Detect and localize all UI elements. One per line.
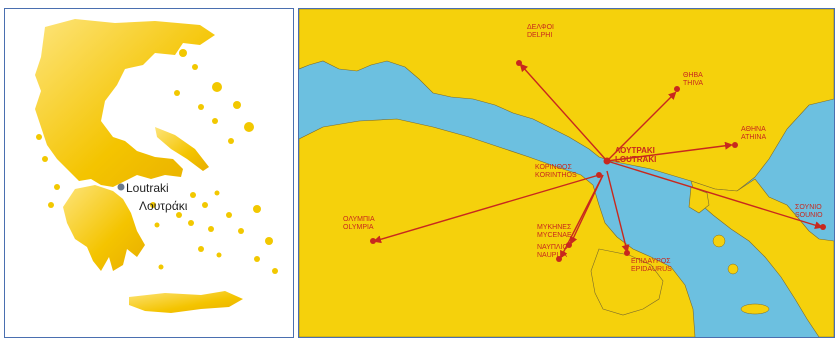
evia-island (155, 127, 209, 171)
label-olympia-greek: ΟΛΥΜΠΙΑ (343, 216, 375, 223)
hydra-island (740, 303, 770, 315)
dot-nauplia (556, 256, 562, 262)
label-loutraki-greek: ΛΟΥΤΡΑΚΙ (615, 146, 655, 155)
greece-map-svg: Loutraki Λουτράκι (35, 19, 278, 313)
attica-peninsula (690, 178, 834, 337)
label-mycenae-greek: ΜΥΚΗΝΕΣ (537, 224, 572, 231)
label-mycenae-latin: MYCENAE (537, 232, 572, 239)
label-sounio-greek: ΣΟΥΝΙΟ (795, 204, 822, 211)
greece-overview-map: Loutraki Λουτράκι (4, 8, 294, 338)
dot-epidaurus (624, 250, 630, 256)
aegina-island (712, 234, 726, 248)
label-korinthos-latin: KORINTHOS (535, 172, 577, 179)
route-olympia (373, 174, 600, 244)
crete-island (129, 291, 243, 313)
loutraki-label-latin: Loutraki (126, 181, 169, 195)
route-athina (606, 141, 733, 162)
aegean-islands (36, 49, 278, 274)
salamina-island (688, 186, 710, 214)
label-athina-greek: ΑΘΗΝΑ (741, 126, 766, 133)
label-thiva-latin: THIVA (683, 80, 703, 87)
label-nauplia-greek: ΝΑΥΠΛΙΟ (537, 244, 569, 251)
label-delphi-greek: ΔΕΛΦΟΙ (527, 24, 554, 31)
label-athina-latin: ATHINA (741, 134, 766, 141)
loutraki-label-greek: Λουτράκι (139, 199, 188, 213)
label-thiva-greek: ΘΗΒΑ (683, 72, 703, 79)
loutraki-marker (117, 183, 125, 191)
dot-thiva (674, 86, 680, 92)
dot-delphi (516, 60, 522, 66)
label-loutraki-latin: LOUTRAKI (615, 155, 656, 164)
dot-korinthos (596, 172, 602, 178)
route-sounio (606, 160, 823, 230)
dot-mycenae (566, 242, 572, 248)
routes-map-svg: ΔΕΛΦΟΙ DELPHI ΘΗΒΑ THIVA ΑΘΗΝΑ ATHINA ΛΟ… (299, 9, 834, 337)
route-delphi (519, 63, 608, 162)
label-epidaurus-greek: ΕΠΙΔΑΥΡΟΣ (631, 258, 671, 265)
label-korinthos-greek: ΚΟΡΙΝΘΟΣ (535, 164, 572, 171)
dot-sounio (820, 224, 826, 230)
poros-island (727, 263, 739, 275)
label-nauplia-latin: NAUPLIA (537, 252, 567, 259)
dot-olympia (370, 238, 376, 244)
label-epidaurus-latin: EPIDAURUS (631, 266, 672, 273)
dot-loutraki (603, 157, 611, 165)
argolid-peninsula (590, 248, 664, 316)
greece-mainland (35, 19, 215, 187)
dot-athina (732, 142, 738, 148)
route-epidaurus (606, 170, 630, 253)
label-delphi-latin: DELPHI (527, 32, 552, 39)
label-sounio-latin: SOUNIO (795, 212, 823, 219)
loutraki-routes-map: ΔΕΛΦΟΙ DELPHI ΘΗΒΑ THIVA ΑΘΗΝΑ ATHINA ΛΟ… (298, 8, 835, 338)
peloponnese (63, 185, 145, 271)
route-thiva (606, 91, 677, 162)
place-labels: ΔΕΛΦΟΙ DELPHI ΘΗΒΑ THIVA ΑΘΗΝΑ ATHINA ΛΟ… (343, 24, 823, 273)
label-olympia-latin: OLYMPIA (343, 224, 374, 231)
mainland-north (299, 9, 834, 192)
location-dots (370, 60, 826, 262)
